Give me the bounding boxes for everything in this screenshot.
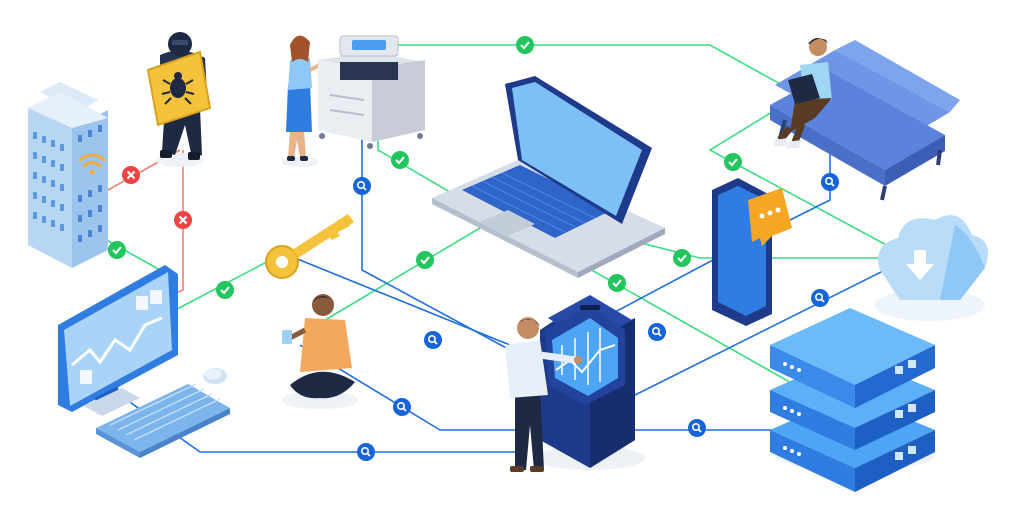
- magnifier-icon: [648, 323, 666, 341]
- check-icon: [216, 281, 234, 299]
- check-icon: [108, 241, 126, 259]
- download-arrow-icon: [906, 250, 934, 280]
- bug-icon: [161, 72, 195, 105]
- check-icon: [416, 251, 434, 269]
- office-building: [28, 82, 108, 268]
- magnifier-icon: [821, 173, 839, 191]
- magnifier-icon: [811, 289, 829, 307]
- laptop: [432, 76, 665, 278]
- magnifier-icon: [393, 398, 411, 416]
- server-unit-top: [770, 308, 935, 408]
- cloud-download: [875, 215, 989, 321]
- warning-sign: [146, 50, 212, 127]
- copier: [318, 35, 425, 149]
- person-with-phone: [282, 294, 358, 409]
- check-icon: [608, 274, 626, 292]
- blocked-badges: [122, 166, 192, 229]
- atm-to-cloud-line: [624, 259, 906, 401]
- man-on-sofa: [770, 38, 960, 201]
- cross-icon: [174, 211, 192, 229]
- magnifier-icon: [688, 419, 706, 437]
- person-to-atm-line: [299, 344, 525, 431]
- atm-kiosk: [535, 295, 645, 470]
- hacker: [146, 32, 212, 167]
- secure-badges: [108, 36, 742, 299]
- magnifier-icon: [424, 331, 442, 349]
- cross-icon: [122, 166, 140, 184]
- monitored-badges: [353, 173, 839, 461]
- check-icon: [724, 153, 742, 171]
- desktop-computer: [58, 265, 178, 416]
- laptop-to-server-line: [564, 254, 796, 386]
- phone: [712, 178, 792, 326]
- check-icon: [673, 249, 691, 267]
- key-to-atm-line: [294, 257, 511, 346]
- copier-to-sofa-line: [395, 44, 801, 96]
- golden-key: [265, 214, 354, 279]
- check-icon: [391, 151, 409, 169]
- laptop-to-person-line: [299, 221, 491, 336]
- magnifier-icon: [353, 177, 371, 195]
- chat-bubble-icon: [748, 188, 792, 246]
- server-rack: [770, 308, 935, 492]
- check-icon: [516, 36, 534, 54]
- magnifier-icon: [357, 443, 375, 461]
- user-at-atm: [505, 317, 582, 472]
- wifi-icon: [78, 153, 106, 175]
- mouse: [203, 368, 227, 384]
- keyboard: [96, 383, 230, 458]
